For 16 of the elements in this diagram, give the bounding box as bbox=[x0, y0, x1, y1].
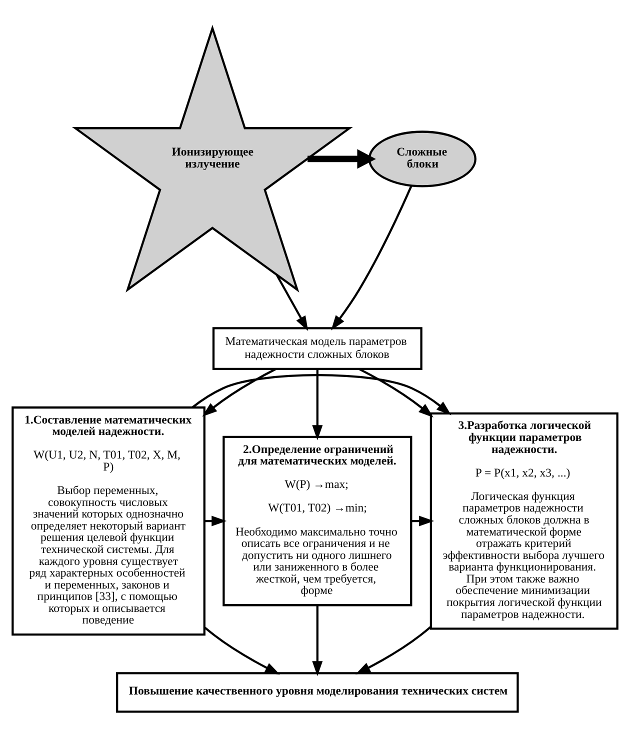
node-ellipse: Сложные блоки bbox=[368, 130, 476, 188]
node-box: Повышение качественного уровня моделирования технических систем bbox=[116, 672, 519, 713]
arrow bbox=[308, 149, 376, 169]
arrow bbox=[331, 186, 412, 330]
arrow bbox=[358, 368, 434, 418]
arrow bbox=[192, 374, 452, 416]
arrow bbox=[355, 626, 432, 674]
node-box: Математическая модель параметров надежности сложных блоков bbox=[212, 327, 422, 370]
arrow bbox=[202, 368, 276, 417]
node-box: 3.Разработка логической функции параметров надежности. P = P(x1, x2, x3, ...) Логическая функция параметров надежности сложных блоков должна в математической форме отражать критерий эффективности выбора лучшего варианта функционирования. При этом также важно обеспечение минимизации покрытия логической функции параметров надежности. bbox=[430, 412, 618, 630]
arrow bbox=[276, 274, 308, 331]
node-box: 1.Составление математических моделей надежности. W(U1, U2, N, T01, T02, X, M, P) Выбор переменных, совокупность числовых значений которых однозначно определяет некоторый вариант решения целевой функции технической системы. Для каждого уровня существует ряд характерных особенностей и переменных, законов и принципов [33], с помощью которых и описывается поведение bbox=[12, 406, 206, 636]
node-box: 2.Определение ограничений для математических моделей. W(P) →max; W(T01, T02) →min; Необходимо максимально точно описать все ограничения и не допустить ни одного лишнего или заниженного в более жесткой, чем требуется, форме bbox=[222, 436, 412, 606]
arrow bbox=[204, 626, 280, 675]
arrow bbox=[312, 369, 323, 440]
arrow bbox=[312, 605, 323, 676]
